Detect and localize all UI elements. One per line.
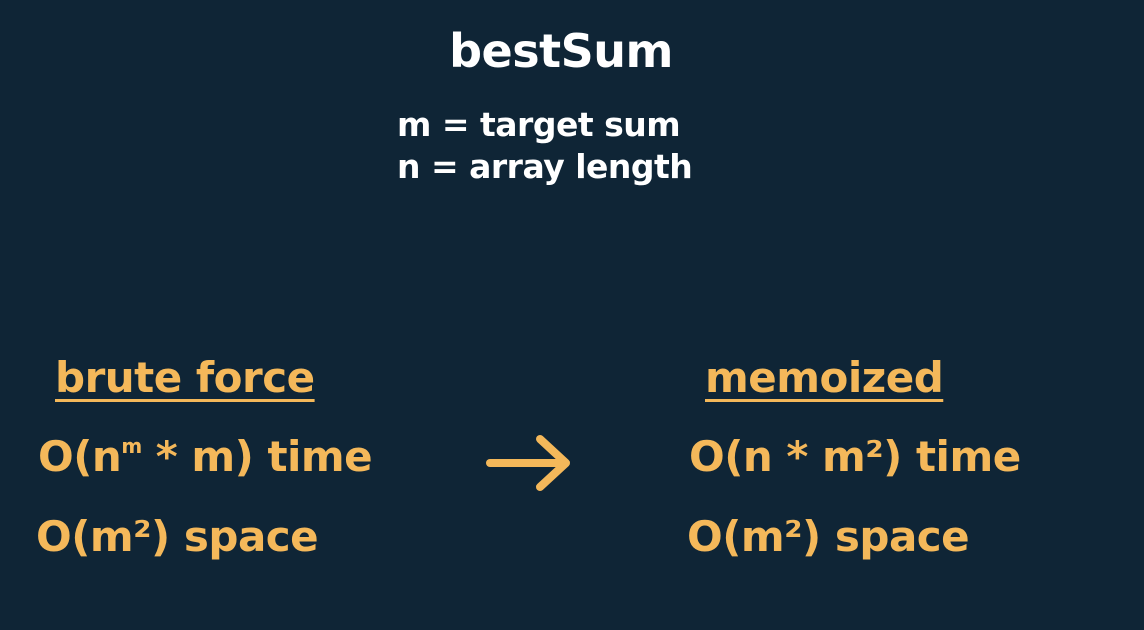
definition-n: n = array length: [397, 147, 693, 186]
brute-force-space-complexity: O(m²) space: [36, 512, 319, 561]
right-arrow-icon: [486, 435, 570, 491]
memoized-space-complexity: O(m²) space: [687, 512, 970, 561]
slide-title: bestSum: [449, 24, 673, 78]
variable-definitions: m = target sum n = array length: [397, 104, 693, 188]
memoized-time-complexity: O(n * m²) time: [689, 432, 1021, 481]
definition-m: m = target sum: [397, 105, 681, 144]
brute-force-time-prefix: O(n: [38, 432, 122, 481]
brute-force-time-suffix: * m) time: [141, 432, 373, 481]
brute-force-time-exponent: m: [121, 434, 142, 458]
brute-force-heading: brute force: [55, 353, 315, 402]
brute-force-time-complexity: O(nm * m) time: [38, 431, 373, 483]
memoized-heading: memoized: [705, 353, 944, 402]
